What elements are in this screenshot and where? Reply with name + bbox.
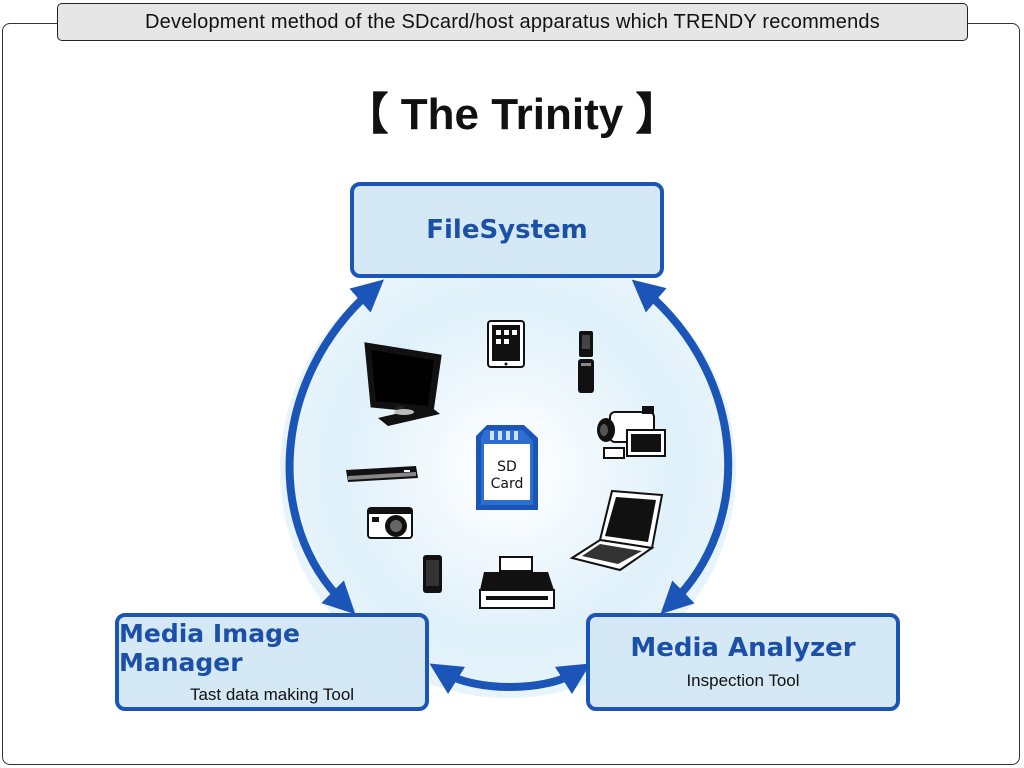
filesystem-node: FileSystem (350, 182, 664, 278)
media-image-manager-label: Media Image Manager (119, 619, 300, 677)
monitor-icon (364, 342, 442, 426)
diagram-title: 【 The Trinity 】 (344, 90, 680, 139)
media-image-manager-subtitle: Tast data making Tool (189, 685, 355, 704)
sd-label-line1: SD (497, 459, 517, 475)
arrow-fs-mim (285, 279, 384, 615)
arrow-mim-ma (429, 663, 591, 695)
camcorder-icon (597, 406, 666, 459)
media-image-manager-node: Media Image Manager Tast data making Too… (115, 613, 429, 711)
media-analyzer-subtitle: Inspection Tool (686, 671, 800, 690)
header-caption: Development method of the SDcard/host ap… (57, 3, 968, 41)
arrow-fs-ma (631, 279, 733, 615)
tablet-icon (487, 320, 525, 368)
filesystem-label: FileSystem (426, 215, 588, 245)
smartphone-icon (423, 555, 442, 593)
flip-phone-icon (578, 331, 594, 393)
media-analyzer-node: Media Analyzer Inspection Tool (586, 613, 900, 711)
laptop-icon (569, 489, 664, 572)
compact-camera-icon (367, 507, 413, 539)
set-top-box-icon (346, 466, 418, 482)
sd-card-icon: SD Card (476, 425, 538, 510)
sd-label-line2: Card (491, 476, 524, 492)
printer-icon (479, 556, 555, 609)
media-analyzer-label: Media Analyzer (630, 633, 856, 663)
